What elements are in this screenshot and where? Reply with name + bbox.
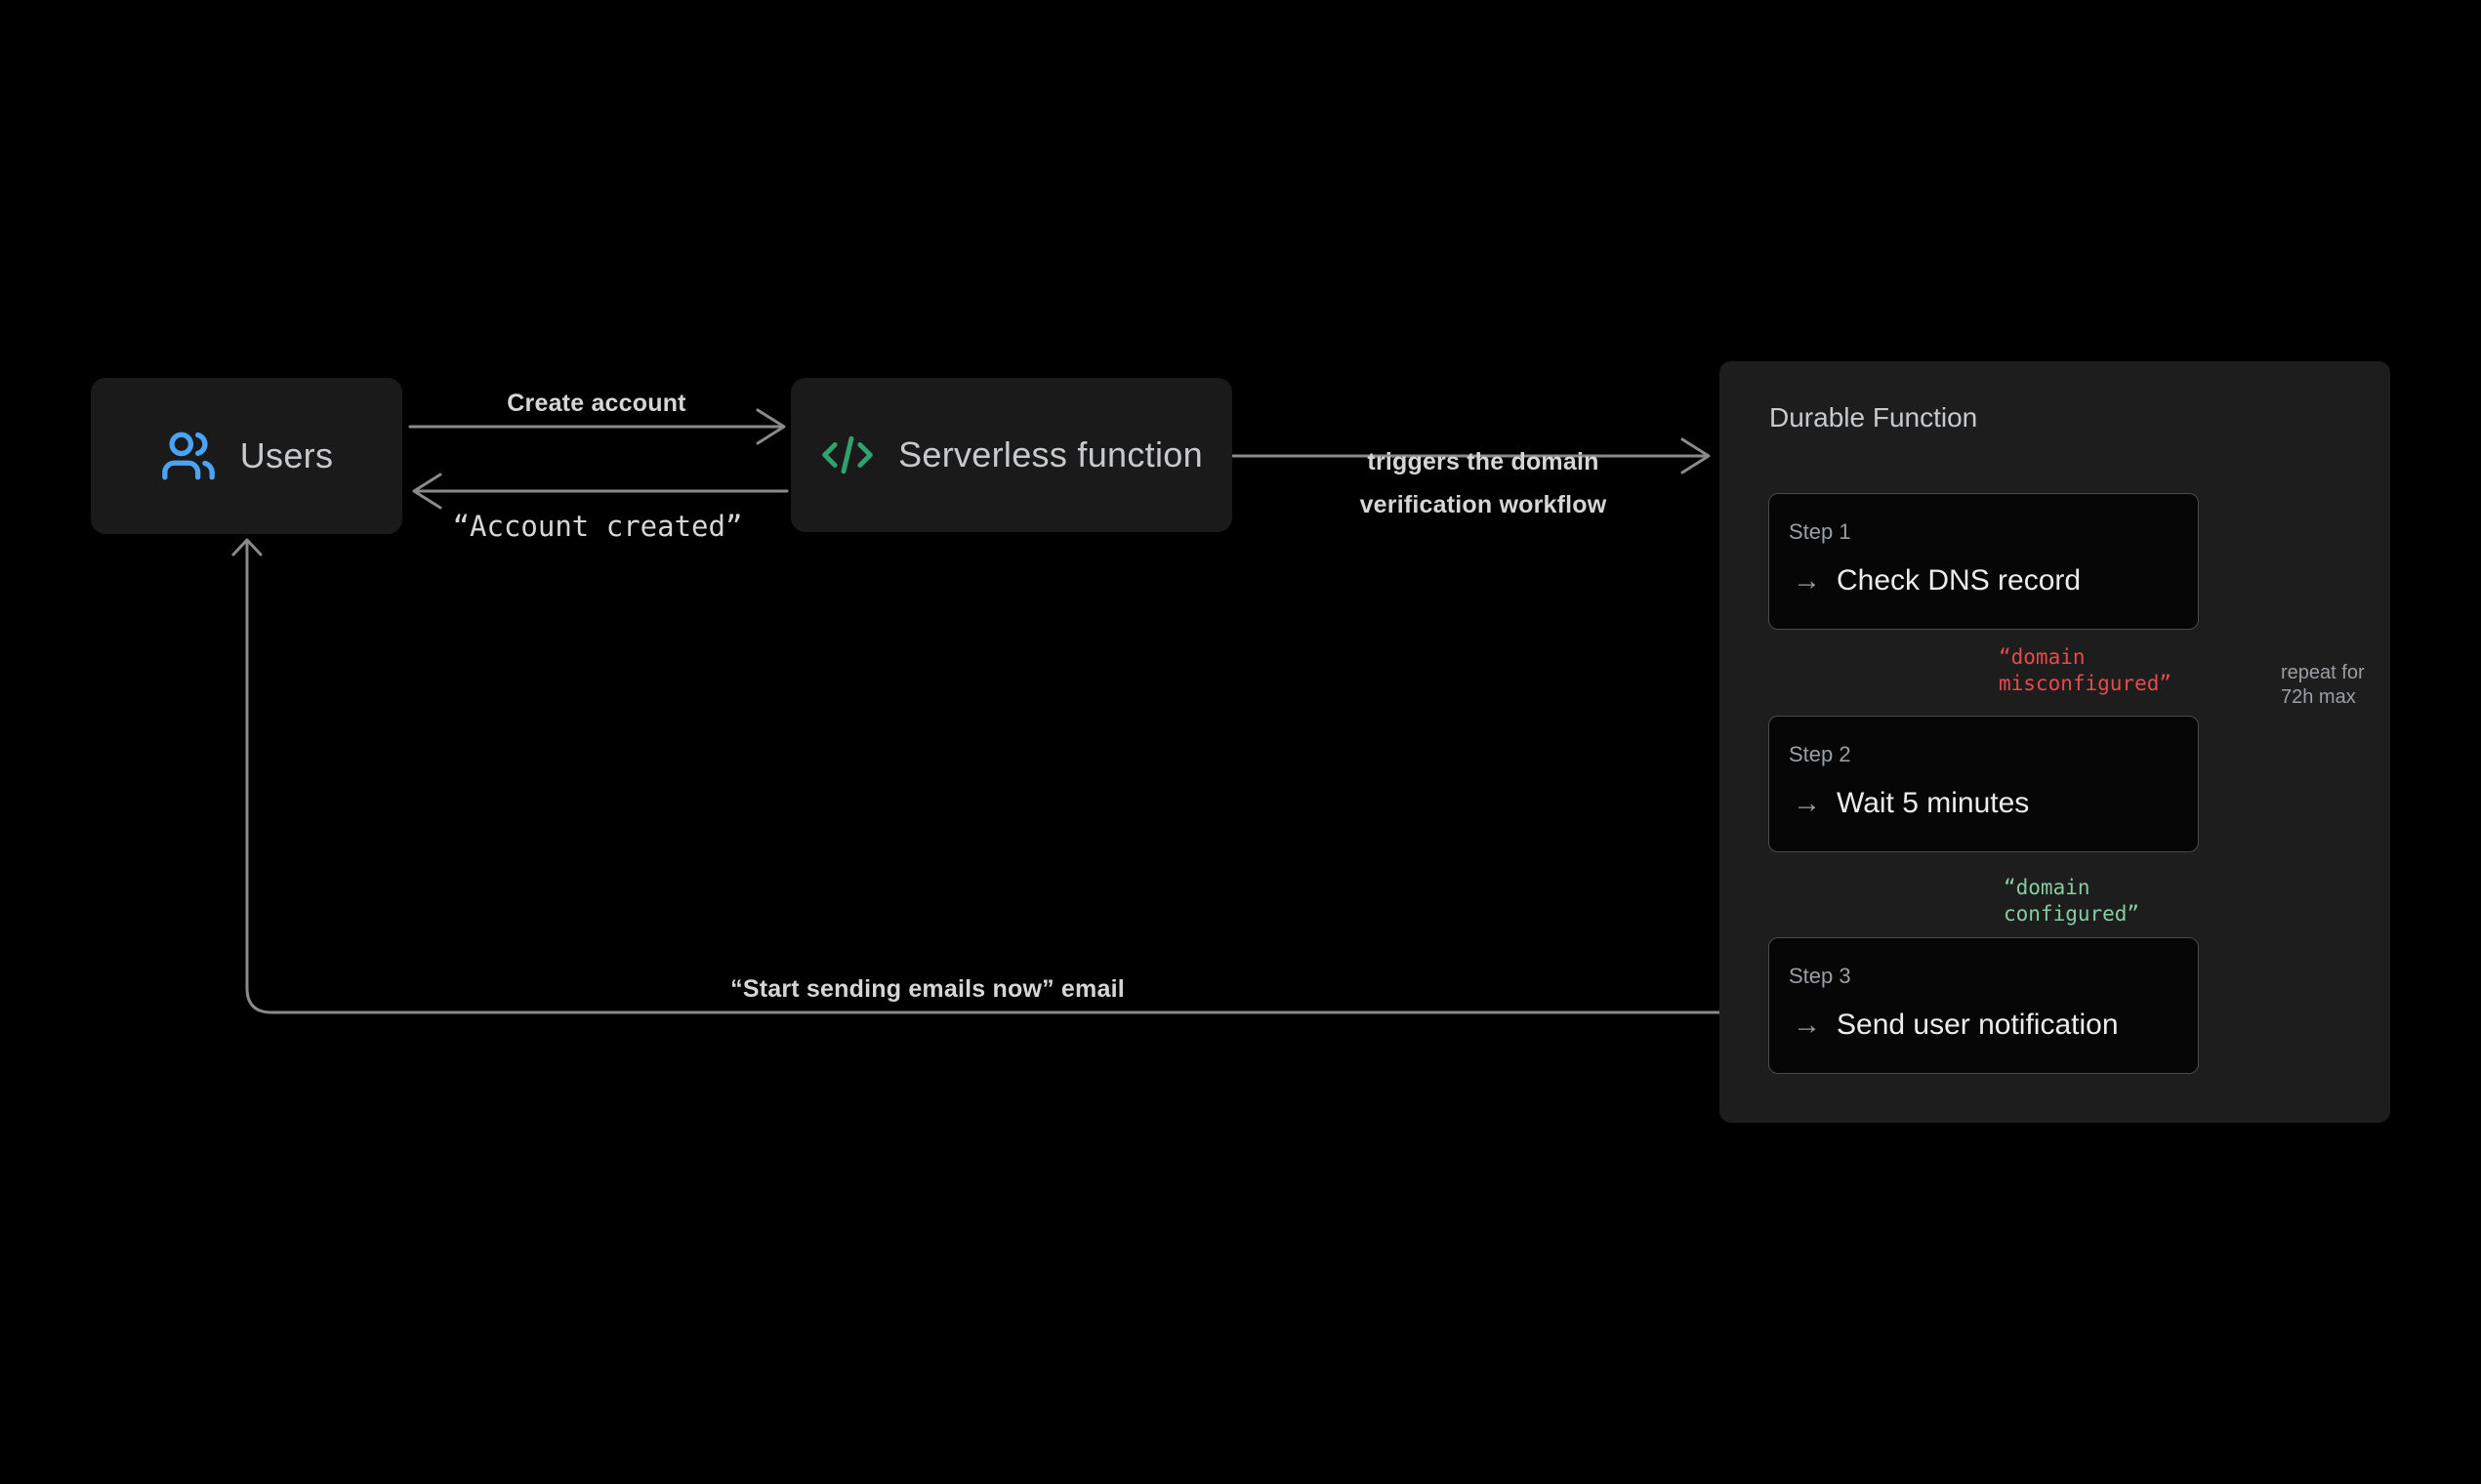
step-1-action-label: Check DNS record xyxy=(1837,564,2082,597)
step-2-action-label: Wait 5 minutes xyxy=(1837,787,2030,819)
edge-label-triggers-line1: triggers the domain xyxy=(1367,448,1599,475)
durable-function-title: Durable Function xyxy=(1769,402,1978,433)
edge-label-domain-configured: “domain configured” xyxy=(2004,876,2140,926)
edge-label-triggers-line2: verification workflow xyxy=(1359,491,1607,518)
users-icon xyxy=(160,428,217,484)
edge-label-repeat-72h: repeat for 72h max xyxy=(2281,662,2365,708)
node-serverless-function[interactable]: Serverless function xyxy=(791,378,1232,532)
edge-account-created-arrow xyxy=(412,473,789,510)
panel-durable-function: Durable Function Step 1 → Check DNS reco… xyxy=(1719,361,2390,1123)
edge-label-create-account: Create account xyxy=(507,390,686,417)
edge-return-email-arrow xyxy=(231,538,1770,1014)
step-2-box[interactable]: Step 2 → Wait 5 minutes xyxy=(1768,716,2199,852)
edge-label-domain-misconfigured: “domain misconfigured” xyxy=(1999,645,2172,695)
step-arrow-icon: → xyxy=(1793,564,1821,597)
code-icon xyxy=(820,428,875,482)
node-users-label: Users xyxy=(239,435,334,475)
node-serverless-label: Serverless function xyxy=(898,434,1203,474)
edge-label-start-sending-email: “Start sending emails now” email xyxy=(730,975,1125,1003)
edge-create-account-arrow xyxy=(408,408,786,445)
node-users[interactable]: Users xyxy=(91,378,402,534)
step-1-name: Step 1 xyxy=(1789,519,1851,544)
step-3-action: → Send user notification xyxy=(1793,1009,2119,1042)
step-3-action-label: Send user notification xyxy=(1837,1009,2119,1041)
step-2-action: → Wait 5 minutes xyxy=(1793,787,2029,820)
step-1-action: → Check DNS record xyxy=(1793,564,2081,598)
step-1-box[interactable]: Step 1 → Check DNS record xyxy=(1768,493,2199,630)
step-arrow-icon: → xyxy=(1793,787,1821,819)
step-3-name: Step 3 xyxy=(1789,964,1851,988)
step-3-box[interactable]: Step 3 → Send user notification xyxy=(1768,937,2199,1074)
edge-label-account-created: “Account created” xyxy=(452,510,743,543)
step-arrow-icon: → xyxy=(1793,1009,1821,1041)
edge-triggers-arrow xyxy=(1230,437,1711,474)
edge-label-triggers-workflow: triggers the domain verification workflo… xyxy=(1360,421,1607,546)
step-2-name: Step 2 xyxy=(1789,742,1851,766)
